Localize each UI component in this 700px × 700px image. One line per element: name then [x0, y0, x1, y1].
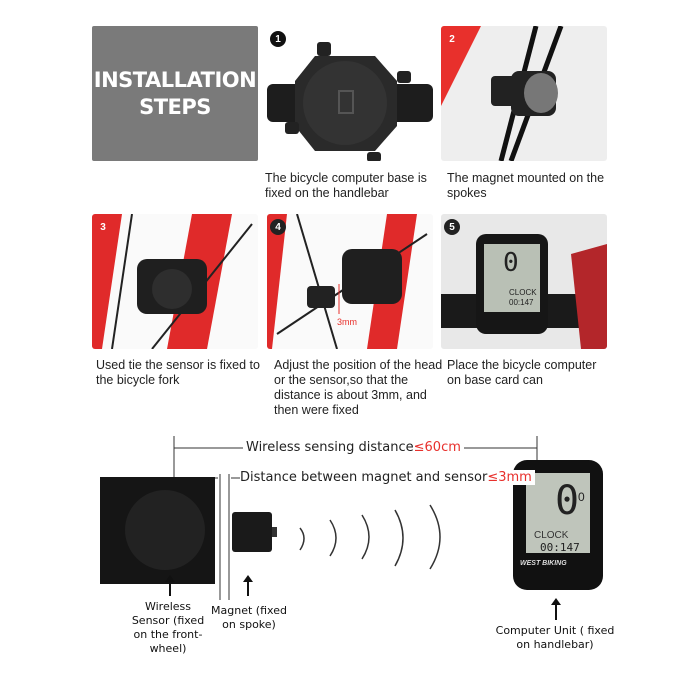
gap-annotation: 3mm [337, 317, 357, 327]
sensor-label: Wireless Sensor (fixed on the front-whee… [131, 600, 205, 655]
magnet-label: Magnet (fixed on spoke) [211, 604, 287, 631]
step-5-image: 5 0 CLOCK 00:147 [441, 214, 607, 349]
step-number: 3 [100, 221, 106, 233]
step-2-caption: The magnet mounted on the spokes [447, 171, 605, 200]
brand-logo: WEST BIKING [520, 560, 567, 567]
step-4-caption: Adjust the position of the head or the s… [274, 358, 443, 417]
speed-readout: 0 [503, 248, 519, 278]
wireless-distance-label: Wireless sensing distance≤60cm [243, 440, 464, 455]
step-3-image: 3 [92, 214, 258, 349]
computer-speed: 0 [555, 478, 580, 524]
step-5-caption: Place the bicycle computer on base card … [447, 358, 597, 387]
step-number: 4 [270, 219, 286, 235]
installation-steps-title: INSTALLATION STEPS [92, 26, 258, 161]
mode-readout: CLOCK [509, 288, 537, 297]
step-number: 1 [270, 31, 286, 47]
time-readout: 00:147 [509, 298, 534, 307]
computer-speed-small: 0 [578, 490, 585, 504]
step-1-caption: The bicycle computer base is fixed on th… [265, 171, 427, 200]
step-2-image: 2 [441, 26, 607, 161]
step-4-image: 4 3mm [267, 214, 433, 349]
magnet-distance-label: Distance between magnet and sensor≤3mm [240, 470, 535, 485]
step-number: 2 [449, 33, 455, 45]
step-3-caption: Used tie the sensor is fixed to the bicy… [96, 358, 260, 387]
computer-time: 00:147 [540, 541, 580, 554]
step-1-image: 1 [267, 26, 433, 161]
step-number: 5 [444, 219, 460, 235]
computer-mode: CLOCK [534, 530, 569, 541]
computer-unit-label: Computer Unit ( fixed on handlebar) [495, 624, 615, 651]
